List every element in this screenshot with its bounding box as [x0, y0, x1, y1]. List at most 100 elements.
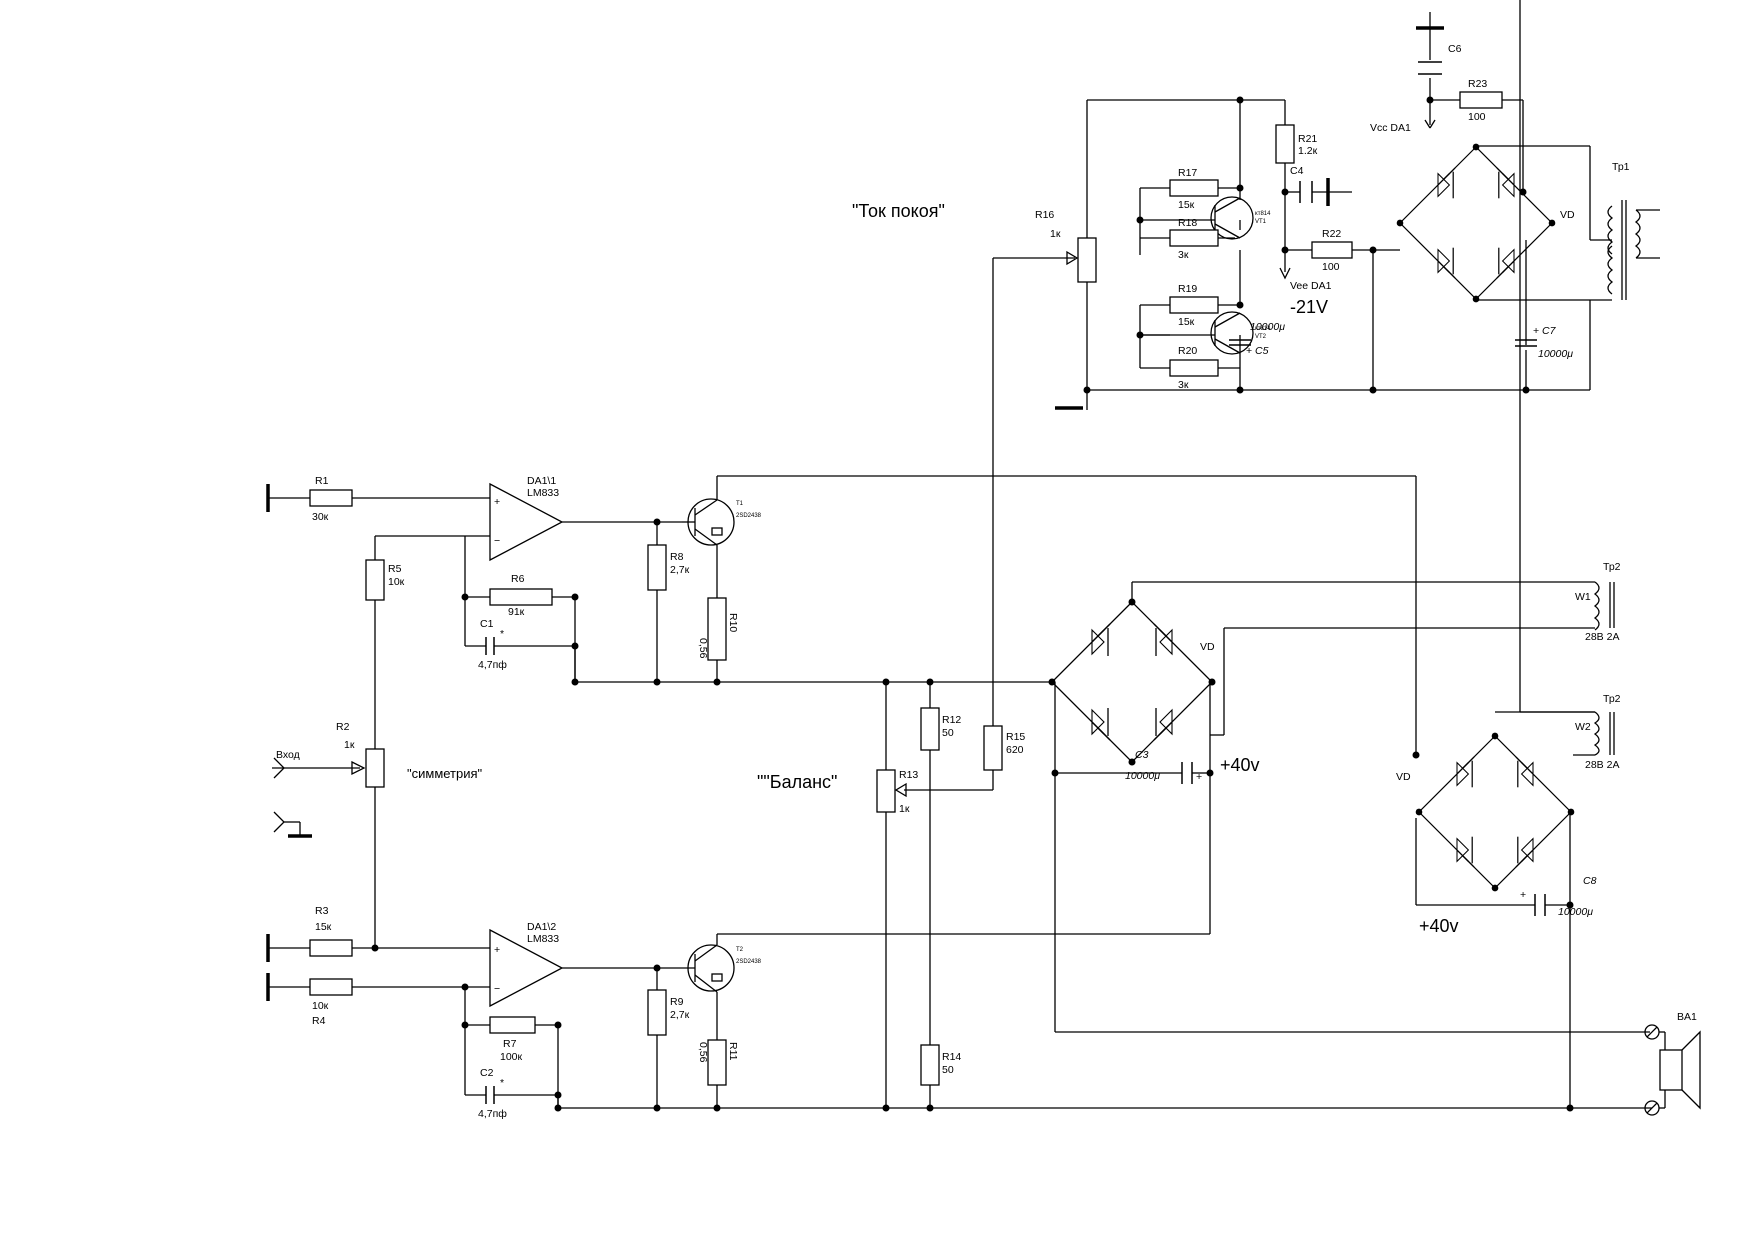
- c1-value: 4,7пф: [478, 659, 507, 671]
- c7-value: 10000μ: [1538, 348, 1573, 360]
- r7-value: 100к: [500, 1051, 523, 1063]
- resistor-r8: R8 2,7к: [647, 544, 690, 591]
- transformer-tp1: Тр1: [1607, 161, 1660, 300]
- r9-value: 2,7к: [670, 1009, 690, 1021]
- tp2a-rating: 28В 2А: [1585, 631, 1619, 643]
- c2-name: C2: [480, 1067, 494, 1079]
- resistor-r15: R15 620: [983, 725, 1025, 771]
- resistor-r10: 0,56 R10: [697, 597, 739, 661]
- symmetry-label: "симметрия": [407, 766, 483, 781]
- transistor-vt2: кт814 VT2: [1210, 311, 1271, 355]
- r8-value: 2,7к: [670, 564, 690, 576]
- r1-value: 30к: [312, 511, 329, 523]
- r17-name: R17: [1178, 167, 1197, 179]
- plus40-label-a: +40v: [1220, 755, 1260, 775]
- wiring: [268, 0, 1652, 1109]
- resistor-r20: R20 3к: [1169, 345, 1219, 391]
- r21-value: 1.2к: [1298, 145, 1318, 157]
- r17-value: 15к: [1178, 199, 1195, 211]
- r16-name: R16: [1035, 209, 1054, 221]
- resistor-r18: R18 3к: [1169, 217, 1219, 261]
- c8-plus: +: [1520, 889, 1526, 901]
- t2-name: T2: [736, 947, 744, 953]
- ba1-name: BA1: [1677, 1011, 1697, 1023]
- r10-name: R10: [727, 613, 739, 632]
- opamp-da1-2: + − DA1\2 LM833: [489, 921, 564, 1008]
- r15-name: R15: [1006, 731, 1025, 743]
- c5-name: C5: [1255, 345, 1269, 357]
- opamp1-name: DA1\1: [527, 475, 556, 487]
- vee-label: Vee DA1: [1290, 280, 1332, 292]
- r14-value: 50: [942, 1064, 954, 1076]
- r20-value: 3к: [1178, 379, 1189, 391]
- resistor-r6: R6 91к: [489, 573, 553, 618]
- vd-low-label: VD: [1396, 771, 1411, 783]
- r22-value: 100: [1322, 261, 1340, 273]
- c5-value: 10000μ: [1250, 321, 1285, 333]
- transistor-vt1: кт814 VT1: [1210, 196, 1271, 240]
- resistor-r12: R12 50: [920, 707, 961, 751]
- c2-value: 4,7пф: [478, 1108, 507, 1120]
- transistor-t1: T1 2SD2438: [687, 498, 762, 546]
- resistor-r23: R23 100: [1459, 78, 1503, 123]
- r21-name: R21: [1298, 133, 1317, 145]
- vt1-part: кт814: [1255, 211, 1271, 217]
- resistor-r2: R2 1к: [336, 721, 385, 788]
- vd-mid-label: VD: [1200, 641, 1215, 653]
- opamp1-plus-pin: +: [494, 496, 500, 508]
- t1-name: T1: [736, 501, 744, 507]
- transformer-tp2b: Тр2 W2 28В 2А: [1575, 693, 1621, 771]
- capacitor-c1: C1 * 4,7пф: [478, 618, 507, 671]
- tp2a-name: Тр2: [1603, 561, 1621, 573]
- c3-plus: +: [1196, 771, 1202, 783]
- opamp2-plus-pin: +: [494, 944, 500, 956]
- speaker-ba1: BA1: [1644, 1011, 1701, 1116]
- r13-name: R13: [899, 769, 918, 781]
- resistor-r4: 10к R4: [309, 978, 353, 1027]
- capacitor-c8: + C8 10000μ: [1520, 875, 1597, 918]
- c7-name: C7: [1542, 325, 1557, 337]
- t1-part: 2SD2438: [736, 513, 762, 519]
- balance-label: ""Баланс": [757, 772, 837, 792]
- c6-name: C6: [1448, 43, 1462, 55]
- c4-name: C4: [1290, 165, 1304, 177]
- r3-name: R3: [315, 905, 329, 917]
- r12-name: R12: [942, 714, 961, 726]
- r19-name: R19: [1178, 283, 1197, 295]
- r12-value: 50: [942, 727, 954, 739]
- tp2b-rating: 28В 2А: [1585, 759, 1619, 771]
- resistor-r17: R17 15к: [1169, 167, 1219, 211]
- quiescent-current-label: "Ток покоя": [852, 201, 945, 221]
- vt2-part: кт814: [1255, 326, 1271, 332]
- opamp-da1-1: + − DA1\1 LM833: [489, 475, 564, 562]
- input-label: Вход: [276, 749, 300, 761]
- resistor-r1: R1 30к: [309, 475, 353, 523]
- resistor-r13: R13 1к: [876, 769, 918, 815]
- c1-name: C1: [480, 618, 494, 630]
- r4-name: R4: [312, 1015, 326, 1027]
- r2-value: 1к: [344, 739, 355, 751]
- r2-name: R2: [336, 721, 350, 733]
- c8-value: 10000μ: [1558, 906, 1593, 918]
- resistor-r16: R16 1к: [1035, 209, 1097, 283]
- r6-name: R6: [511, 573, 525, 585]
- ground-symbols: [266, 26, 1444, 1001]
- opamp2-part: LM833: [527, 933, 559, 945]
- annotations: "Ток покоя" ""Баланс" "симметрия" Вход -…: [276, 122, 1575, 936]
- c7-plus: +: [1533, 325, 1539, 337]
- r4-value: 10к: [312, 1000, 329, 1012]
- resistor-r19: R19 15к: [1169, 283, 1219, 328]
- vt2-name: VT2: [1255, 334, 1267, 340]
- c1-mark: *: [500, 628, 504, 640]
- c3-value: 10000μ: [1125, 770, 1160, 782]
- r13-value: 1к: [899, 803, 910, 815]
- capacitor-c7: + C7 10000μ: [1515, 325, 1573, 360]
- resistor-r21: R21 1.2к: [1275, 124, 1318, 164]
- r14-name: R14: [942, 1051, 961, 1063]
- opamp2-name: DA1\2: [527, 921, 556, 933]
- opamp2-minus-pin: −: [494, 983, 500, 995]
- r11-name: R11: [727, 1042, 739, 1061]
- tp2a-winding: W1: [1575, 591, 1591, 603]
- r22-name: R22: [1322, 228, 1341, 240]
